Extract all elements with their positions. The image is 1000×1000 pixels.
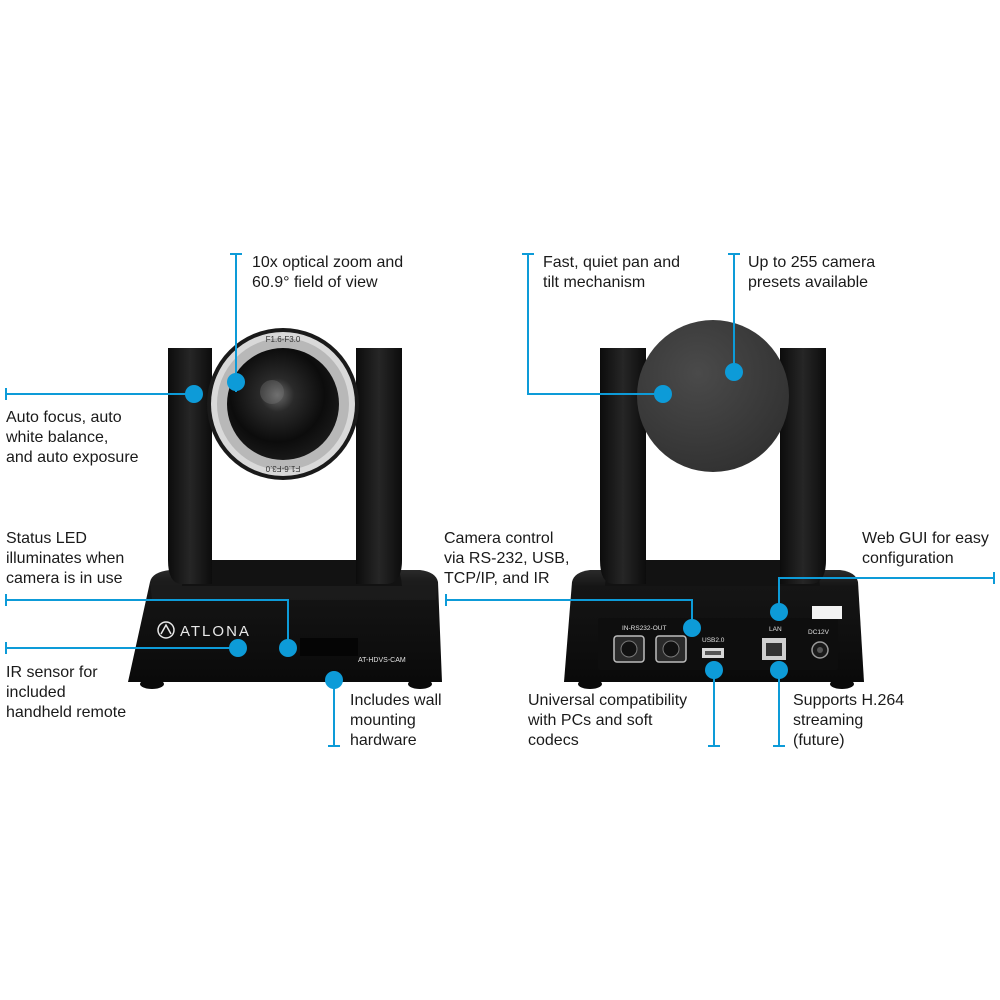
atlona-logo-icon (157, 621, 175, 639)
callout-lines (5, 253, 995, 747)
web-gui-marker (770, 603, 788, 621)
front-lens-glass (227, 348, 339, 460)
callout-wall-mount: Includes wall mounting hardware (350, 692, 442, 749)
callout-dots (185, 363, 788, 689)
zoom-marker (227, 373, 245, 391)
rear-disc (637, 320, 789, 472)
callout-pan-tilt: Fast, quiet pan and tilt mechanism (543, 254, 680, 291)
front-camera: F1.6-F3.0 F1.6-F3.0 ATLONA AT-HDVS-CAM (128, 328, 442, 689)
pan-tilt-marker (654, 385, 672, 403)
callout-h264: Supports H.264 streaming (future) (793, 692, 905, 749)
status-window (300, 638, 358, 656)
rear-camera: IN-RS232-OUT USB2.0 LAN DC12V (564, 320, 864, 689)
front-foot-left (140, 679, 164, 689)
autofocus-marker (185, 385, 203, 403)
usb-label: USB2.0 (702, 637, 725, 644)
ir-sensor-marker (229, 639, 247, 657)
rs232-label: IN-RS232-OUT (622, 625, 666, 632)
status-led-marker (279, 639, 297, 657)
callout-zoom: 10x optical zoom and 60.9° field of view (252, 254, 404, 291)
callout-camera-control: Camera control via RS-232, USB, TCP/IP, … (444, 530, 570, 587)
rear-foot-left (578, 679, 602, 689)
model-label: AT-HDVS-CAM (358, 657, 406, 664)
rear-foot-right (830, 679, 854, 689)
callout-ir-sensor: IR sensor for included handheld remote (6, 664, 127, 721)
lens-ring-text-1: F1.6-F3.0 (266, 335, 301, 344)
presets-marker (725, 363, 743, 381)
front-arm-right (356, 348, 402, 584)
callout-status-led: Status LED illuminates when camera is in… (6, 530, 125, 587)
camera-control-marker (683, 619, 701, 637)
wall-mount-marker (325, 671, 343, 689)
front-foot-right (408, 679, 432, 689)
front-arm-left (168, 348, 212, 584)
brand-logo-text: ATLONA (180, 623, 251, 640)
dc-label: DC12V (808, 629, 830, 636)
lan-label: LAN (769, 626, 782, 633)
lens-ring-text-2: F1.6-F3.0 (265, 464, 300, 473)
callout-usb-compat: Universal compatibility with PCs and sof… (528, 692, 688, 749)
callout-presets: Up to 255 camera presets available (748, 254, 876, 291)
callout-autofocus: Auto focus, auto white balance, and auto… (6, 409, 139, 466)
h264-marker (770, 661, 788, 679)
usb-compat-marker (705, 661, 723, 679)
rear-arm-right (780, 348, 826, 584)
rear-arm-left (600, 348, 646, 584)
callout-web-gui: Web GUI for easy configuration (862, 530, 989, 567)
rear-sticker (812, 606, 842, 619)
